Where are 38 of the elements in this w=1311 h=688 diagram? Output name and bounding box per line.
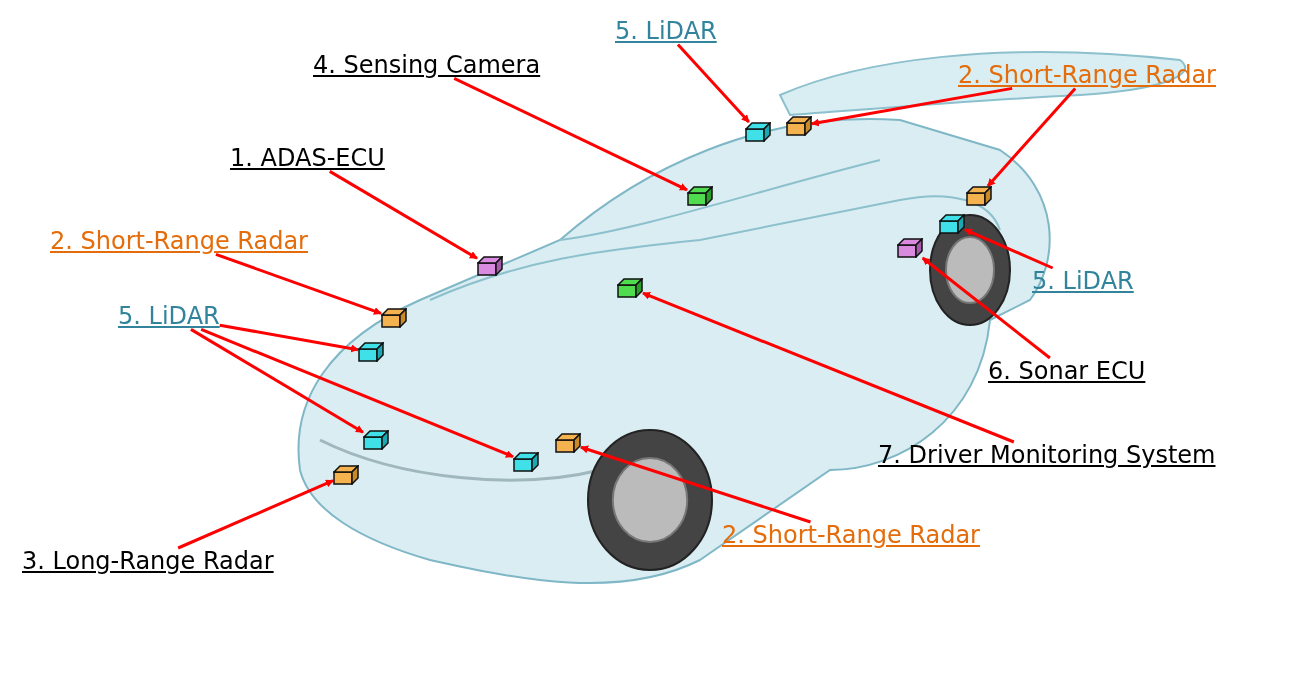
- radar-sensor-icon: [786, 116, 812, 136]
- leader-line: [580, 445, 811, 524]
- leader-line: [811, 86, 1013, 127]
- lidar-sensor-icon: [358, 342, 384, 362]
- leader-line: [964, 228, 1054, 270]
- callout-label: 2. Short-Range Radar: [722, 522, 980, 549]
- leader-line: [921, 256, 1051, 360]
- callout-label: 6. Sonar ECU: [988, 358, 1146, 385]
- callout-label: 4. Sensing Camera: [313, 52, 541, 79]
- leader-line: [986, 87, 1077, 187]
- leader-line: [642, 291, 1015, 444]
- lidar-sensor-icon: [745, 122, 771, 142]
- leader-line: [676, 43, 750, 123]
- lidar-sensor-icon: [363, 430, 389, 450]
- callout-label: 5. LiDAR: [615, 18, 717, 45]
- radar-sensor-icon: [966, 186, 992, 206]
- leader-line: [190, 328, 364, 434]
- radar-sensor-icon: [381, 308, 407, 328]
- lidar-sensor-icon: [939, 214, 965, 234]
- leader-line: [329, 170, 478, 260]
- camera-module-icon: [617, 278, 643, 298]
- callout-label: 7. Driver Monitoring System: [878, 442, 1216, 469]
- callout-label: 2. Short-Range Radar: [50, 228, 308, 255]
- leader-line: [215, 252, 382, 315]
- camera-module-icon: [687, 186, 713, 206]
- ecu-module-icon: [477, 256, 503, 276]
- leader-line: [177, 479, 334, 550]
- callout-label: 5. LiDAR: [118, 303, 220, 330]
- leader-line: [453, 77, 688, 192]
- leader-line: [219, 323, 359, 353]
- leader-line: [200, 328, 514, 459]
- callout-label: 2. Short-Range Radar: [958, 62, 1216, 89]
- ecu-module-icon: [897, 238, 923, 258]
- lidar-sensor-icon: [513, 452, 539, 472]
- callout-label: 1. ADAS-ECU: [230, 145, 385, 172]
- callout-label: 3. Long-Range Radar: [22, 548, 274, 575]
- radar-sensor-icon: [555, 433, 581, 453]
- radar-sensor-icon: [333, 465, 359, 485]
